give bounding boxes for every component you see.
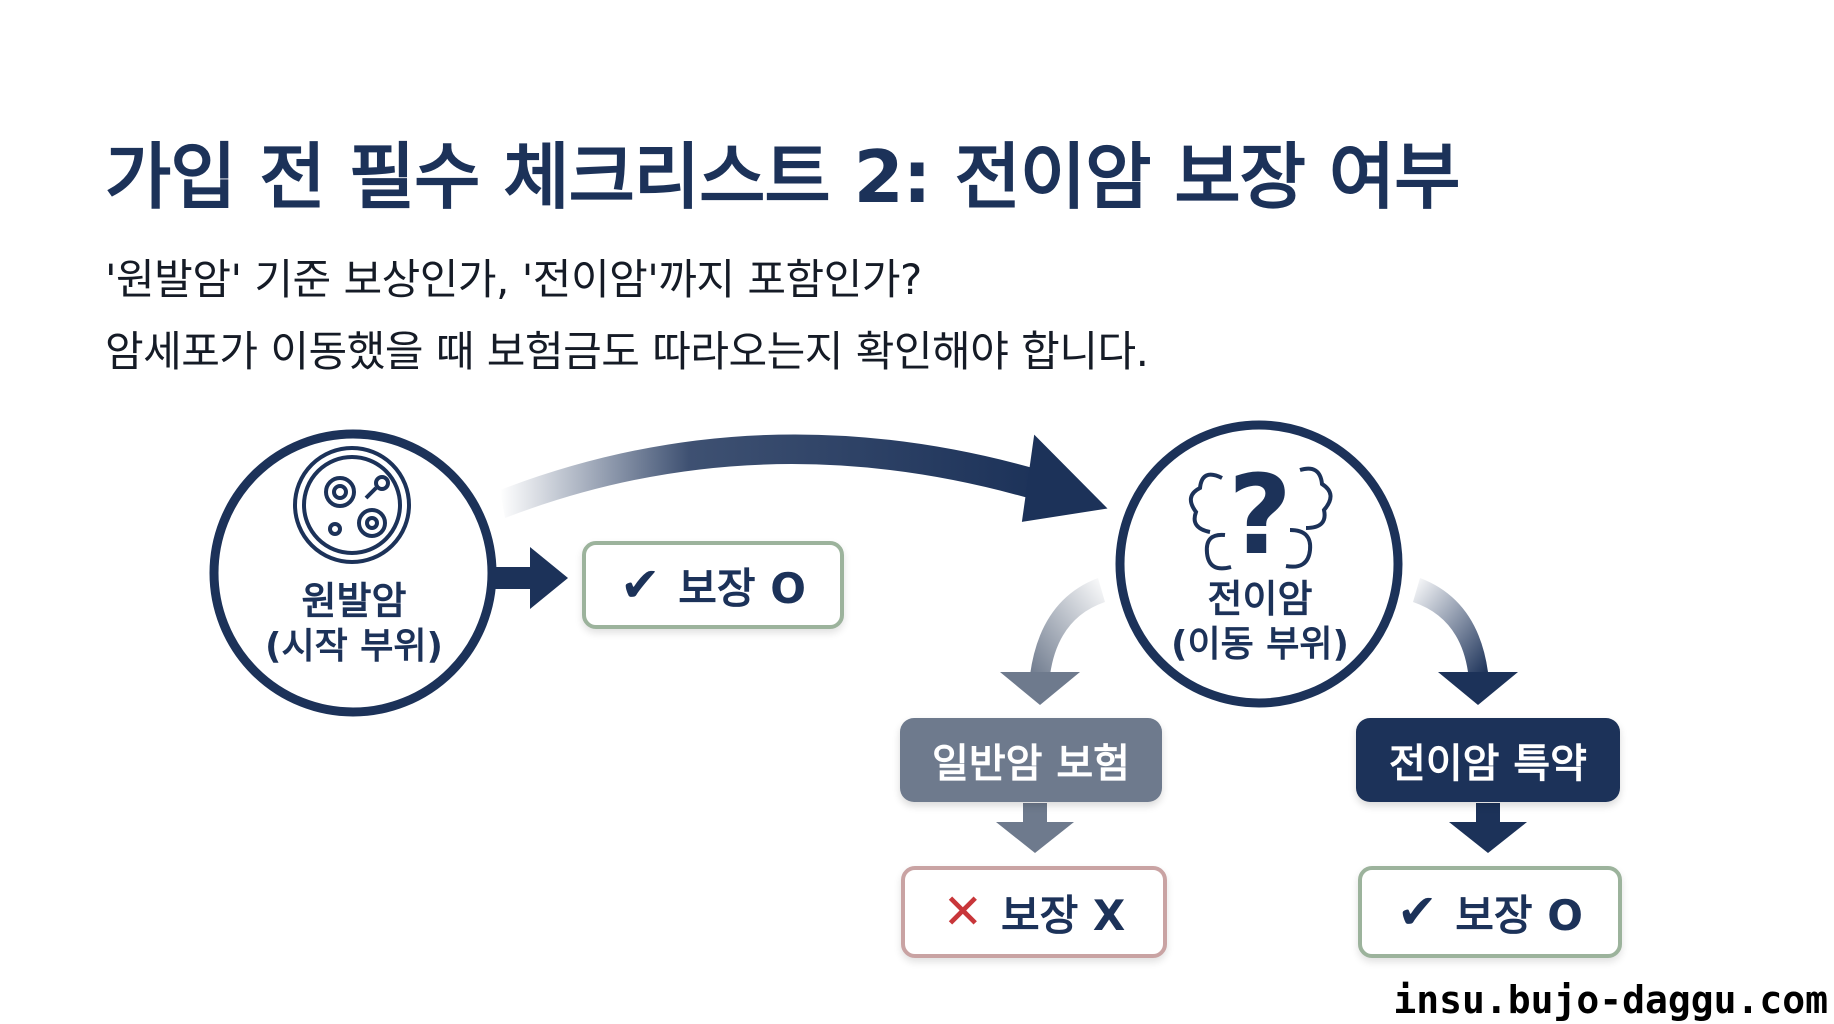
subtitle-question: '원발암' 기준 보상인가, '전이암'까지 포함인가? <box>105 255 922 304</box>
general-cancer-insurance-box: 일반암 보험 <box>900 718 1162 802</box>
cross-icon: ✕ <box>942 884 983 940</box>
primary-to-badge-arrow <box>494 547 568 609</box>
primary-cancer-circle <box>209 429 497 717</box>
migration-arrow <box>500 434 1108 522</box>
metastatic-rider-box: 전이암 특약 <box>1356 718 1620 802</box>
check-icon: ✔ <box>1397 884 1438 940</box>
primary-cancer-node: 원발암 (시작 부위) <box>254 578 454 670</box>
metastatic-cancer-sublabel: (이동 부위) <box>1171 624 1349 665</box>
svg-text:?: ? <box>1228 451 1292 579</box>
general-to-result-arrow <box>996 803 1074 853</box>
primary-cancer-sublabel: (시작 부위) <box>265 626 443 667</box>
cell-icon <box>293 446 411 564</box>
site-watermark: insu.bujo-daggu.com <box>1379 974 1834 1024</box>
subtitle-explanation: 암세포가 이동했을 때 보험금도 따라오는지 확인해야 합니다. <box>105 327 1149 376</box>
rider-to-result-arrow <box>1449 803 1527 853</box>
rider-coverage-badge: ✔ 보장 O <box>1358 866 1622 958</box>
primary-coverage-badge: ✔ 보장 O <box>582 541 844 629</box>
to-general-arrow <box>1000 578 1105 705</box>
check-icon: ✔ <box>620 557 661 613</box>
metastatic-rider-label: 전이암 특약 <box>1389 741 1587 787</box>
primary-coverage-text: 보장 O <box>678 563 806 613</box>
general-coverage-text: 보장 X <box>1000 890 1126 940</box>
primary-cancer-label: 원발암 <box>301 579 407 623</box>
rider-coverage-text: 보장 O <box>1455 890 1583 940</box>
metastatic-cancer-label: 전이암 <box>1207 577 1313 621</box>
metastatic-cancer-node: 전이암 (이동 부위) <box>1160 576 1360 668</box>
general-cancer-insurance-label: 일반암 보험 <box>932 741 1130 787</box>
question-cloud-icon: ? <box>1188 451 1333 579</box>
page-title: 가입 전 필수 체크리스트 2: 전이암 보장 여부 <box>105 135 1460 219</box>
to-rider-arrow <box>1413 578 1518 705</box>
general-coverage-badge: ✕ 보장 X <box>901 866 1167 958</box>
